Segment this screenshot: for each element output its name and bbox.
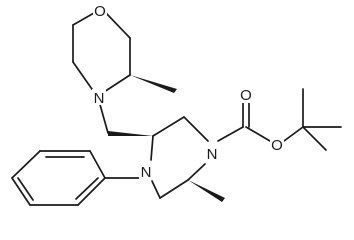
atom-o-morpholine: O	[93, 2, 107, 20]
atom-n-piperazine-benzyl-label: N	[141, 164, 152, 181]
bond-ph-double-c	[75, 177, 99, 200]
atom-o-ester-label: O	[271, 137, 283, 154]
bond-pip-n1-c2	[187, 163, 206, 181]
atom-o-carbonyl: O	[239, 86, 253, 104]
bond-morph-n-c3	[103, 74, 131, 93]
bond-ph-double-b	[17, 177, 34, 201]
bond-pip-n4-c5	[150, 135, 154, 161]
wedge-ch2-c5	[108, 131, 153, 136]
bond-n1-carbonyl-c	[217, 126, 244, 142]
bond-ph-1	[89, 150, 106, 179]
bond-oester-cq	[283, 126, 304, 142]
atom-n-piperazine-boc: N	[205, 145, 219, 163]
bond-ph-4	[11, 177, 31, 206]
bond-morph-o-c1	[72, 12, 95, 26]
bond-pip-c3-n4	[151, 180, 161, 199]
molecule-structure: O N N N O O	[11, 2, 342, 206]
atom-n-piperazine-benzyl: N	[139, 163, 153, 181]
bond-cq-me-bottom	[302, 126, 327, 151]
atom-n-morpholine: N	[92, 89, 106, 107]
bond-ph-3	[11, 150, 41, 179]
atom-o-carbonyl-label: O	[240, 87, 252, 104]
atom-o-morpholine-label: O	[94, 3, 106, 20]
bond-ph-6	[77, 177, 106, 206]
atom-n-piperazine-boc-label: N	[207, 146, 218, 163]
bond-morph-c4-o	[105, 12, 131, 39]
bond-pip-c6-n1	[183, 116, 209, 142]
bond-carbonyl-c-oester	[245, 126, 271, 142]
bond-pip-c5-c6	[152, 116, 185, 137]
atom-n-morpholine-label: N	[94, 90, 105, 107]
bond-morph-n-ch2	[98, 100, 109, 134]
wedge-morph-methyl	[130, 75, 177, 93]
atom-o-ester: O	[270, 136, 284, 154]
bond-pip-c2-c3	[159, 179, 189, 199]
wedge-pip-methyl	[188, 180, 225, 202]
bond-morph-c2-n	[72, 61, 95, 93]
